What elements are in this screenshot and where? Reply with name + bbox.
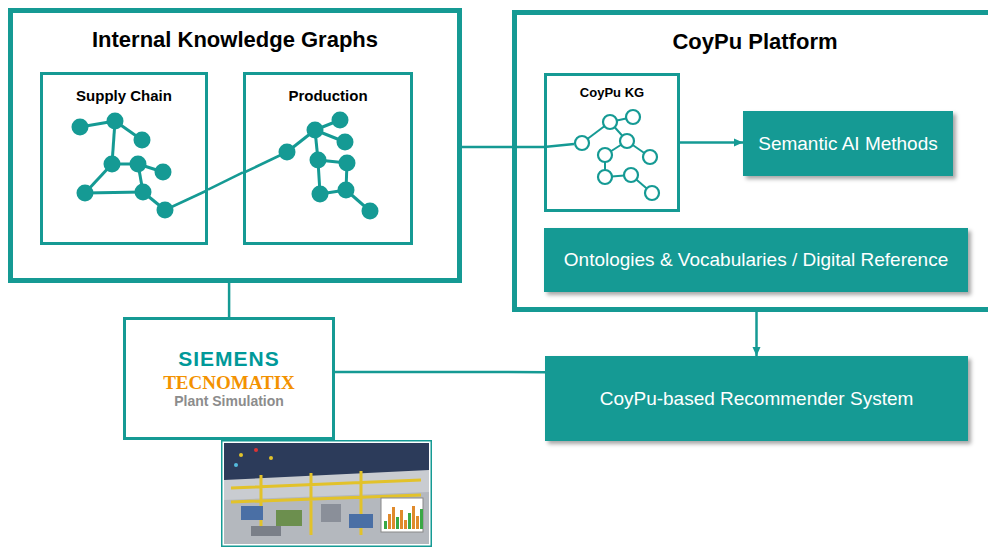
software-logo-box: SIEMENSTECNOMATIXPlant Simulation bbox=[123, 317, 335, 440]
box-label: Ontologies & Vocabularies / Digital Refe… bbox=[564, 248, 948, 272]
connector-line bbox=[228, 283, 231, 317]
simulation-screenshot bbox=[221, 440, 432, 547]
connector-line bbox=[335, 371, 545, 374]
process-box: CoyPu-based Recommender System bbox=[545, 356, 968, 441]
box-heading: Supply Chain bbox=[43, 75, 205, 104]
connector-line bbox=[462, 146, 544, 149]
method-box: Semantic AI Methods bbox=[743, 111, 953, 176]
connector-line bbox=[680, 141, 743, 144]
platform-frame: CoyPu PlatformCoyPu KG Semantic AI Method… bbox=[512, 10, 988, 312]
group-frame: Internal Knowledge GraphsSupply Chain Pro… bbox=[8, 8, 462, 283]
graph-box: Supply Chain bbox=[40, 72, 208, 245]
graph-box: CoyPu KG bbox=[544, 73, 680, 212]
box-heading: CoyPu KG bbox=[547, 76, 677, 101]
box-heading: Production bbox=[246, 75, 410, 104]
connector-line bbox=[755, 312, 758, 356]
logo-text: SIEMENS bbox=[178, 347, 280, 371]
reference-band: Ontologies & Vocabularies / Digital Refe… bbox=[544, 228, 968, 292]
graph-box: Production bbox=[243, 72, 413, 245]
box-label: Semantic AI Methods bbox=[758, 132, 938, 156]
logo-text: TECNOMATIX bbox=[163, 372, 295, 394]
logo-text: Plant Simulation bbox=[174, 393, 284, 409]
box-heading: Internal Knowledge Graphs bbox=[13, 13, 457, 52]
box-heading: CoyPu Platform bbox=[517, 15, 988, 54]
connector-line bbox=[208, 172, 243, 189]
box-label: CoyPu-based Recommender System bbox=[600, 387, 914, 411]
